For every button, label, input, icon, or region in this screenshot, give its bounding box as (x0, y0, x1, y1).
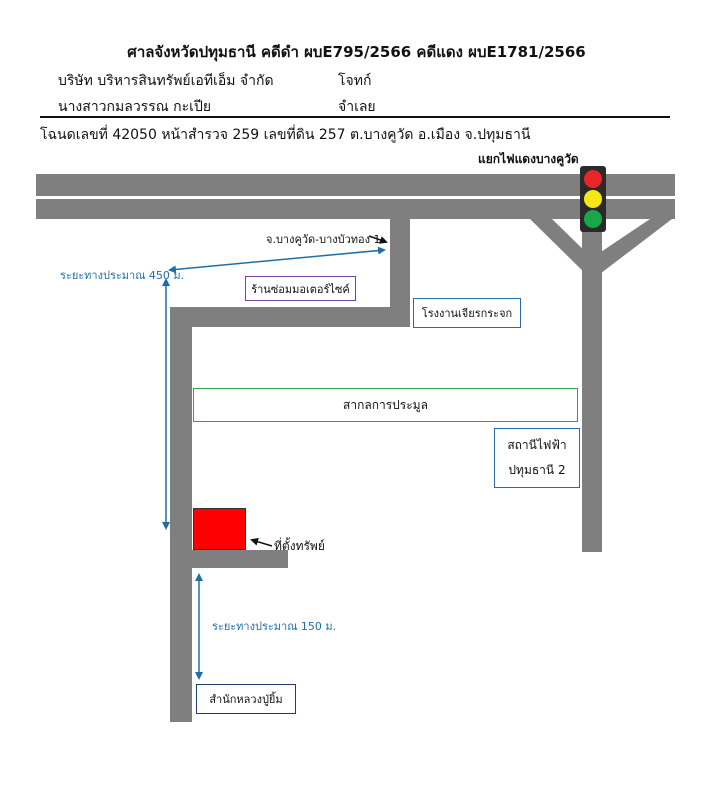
distance-label-150: ระยะทางประมาณ 150 ม. (212, 620, 337, 633)
property-marker (193, 508, 246, 550)
school-landmark: สากลการประมูล (193, 388, 578, 422)
property-label: ที่ตั้งทรัพย์ (274, 539, 325, 553)
side-road-vertical (390, 219, 410, 327)
temple-office-landmark: สำนักหลวงปู่ยิ้ม (196, 684, 296, 714)
document-title: ศาลจังหวัดปทุมธานี คดีดำ ผบE795/2566 คดี… (127, 43, 586, 61)
main-road-lower (36, 199, 675, 219)
branch-road (170, 550, 288, 568)
substation-label-line2: ปทุมธานี 2 (508, 463, 566, 477)
junction-right-diagonal (592, 219, 672, 280)
defendant-name: นางสาวกมลวรรณ กะเปีย (58, 99, 212, 115)
side-road-pointer-arrow (368, 235, 388, 244)
plaintiff-role: โจทก์ (338, 73, 372, 89)
substation-landmark: สถานีไฟฟ้า ปทุมธานี 2 (494, 428, 580, 488)
intersection-label: แยกไฟแดงบางคูวัด (478, 152, 579, 166)
red-light (584, 170, 602, 188)
side-road-label: จ.บางคูวัด-บางบัวทอง 1 (266, 233, 381, 246)
junction-left-diagonal (530, 219, 592, 280)
side-road-long (170, 307, 192, 722)
plaintiff-name: บริษัท บริหารสินทรัพย์เอทีเอ็ม จำกัด (58, 73, 274, 89)
defendant-role: จำเลย (338, 99, 376, 115)
motorcycle-shop-landmark: ร้านซ่อมมอเตอร์ไซค์ (245, 276, 356, 301)
right-road (582, 219, 602, 552)
deed-info: โฉนดเลขที่ 42050 หน้าสำรวจ 259 เลขที่ดิน… (40, 127, 531, 143)
side-road-horizontal (170, 307, 410, 327)
distance-arrow-horizontal (168, 246, 386, 274)
traffic-light-icon (580, 166, 606, 232)
main-road-upper (36, 174, 675, 196)
property-pointer-arrow (250, 537, 273, 547)
glass-factory-landmark: โรงงานเจียรกระจก (413, 298, 521, 328)
substation-label-line1: สถานีไฟฟ้า (507, 438, 567, 452)
header-divider (40, 116, 670, 118)
distance-label-450: ระยะทางประมาณ 450 ม. (60, 269, 185, 282)
yellow-light (584, 190, 602, 208)
green-light (584, 210, 602, 228)
